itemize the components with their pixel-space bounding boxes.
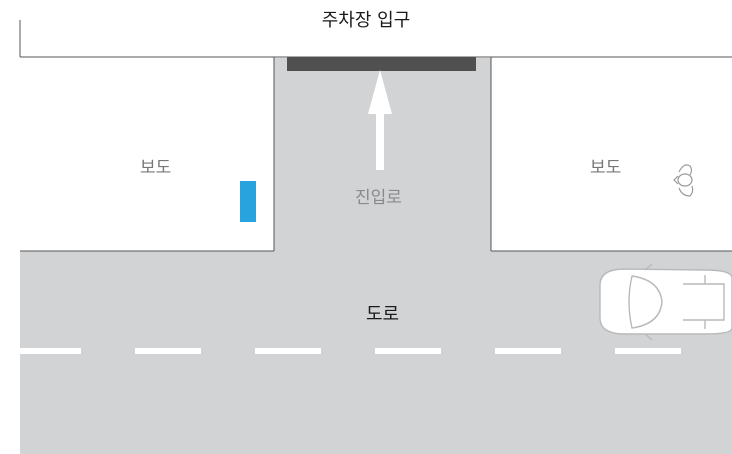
entrance-gate-bar (287, 57, 476, 71)
lane-dash (135, 348, 201, 354)
up-arrow-icon (368, 70, 392, 170)
lane-markings (20, 348, 681, 354)
sidewalk-left-label: 보도 (140, 158, 172, 178)
entrance-lane-label: 진입로 (355, 188, 402, 208)
blue-marker (240, 181, 256, 222)
car-top-view-icon (599, 263, 732, 341)
sidewalk-right-label: 보도 (590, 158, 622, 178)
lane-dash (615, 348, 681, 354)
parking-entrance-title: 주차장 입구 (321, 10, 411, 31)
road-label: 도로 (366, 304, 400, 325)
pedestrian-icon (673, 164, 694, 197)
lane-dash (495, 348, 561, 354)
lane-dash (255, 348, 321, 354)
lane-dash (375, 348, 441, 354)
lane-dash (20, 348, 81, 354)
road-surface (20, 58, 732, 454)
